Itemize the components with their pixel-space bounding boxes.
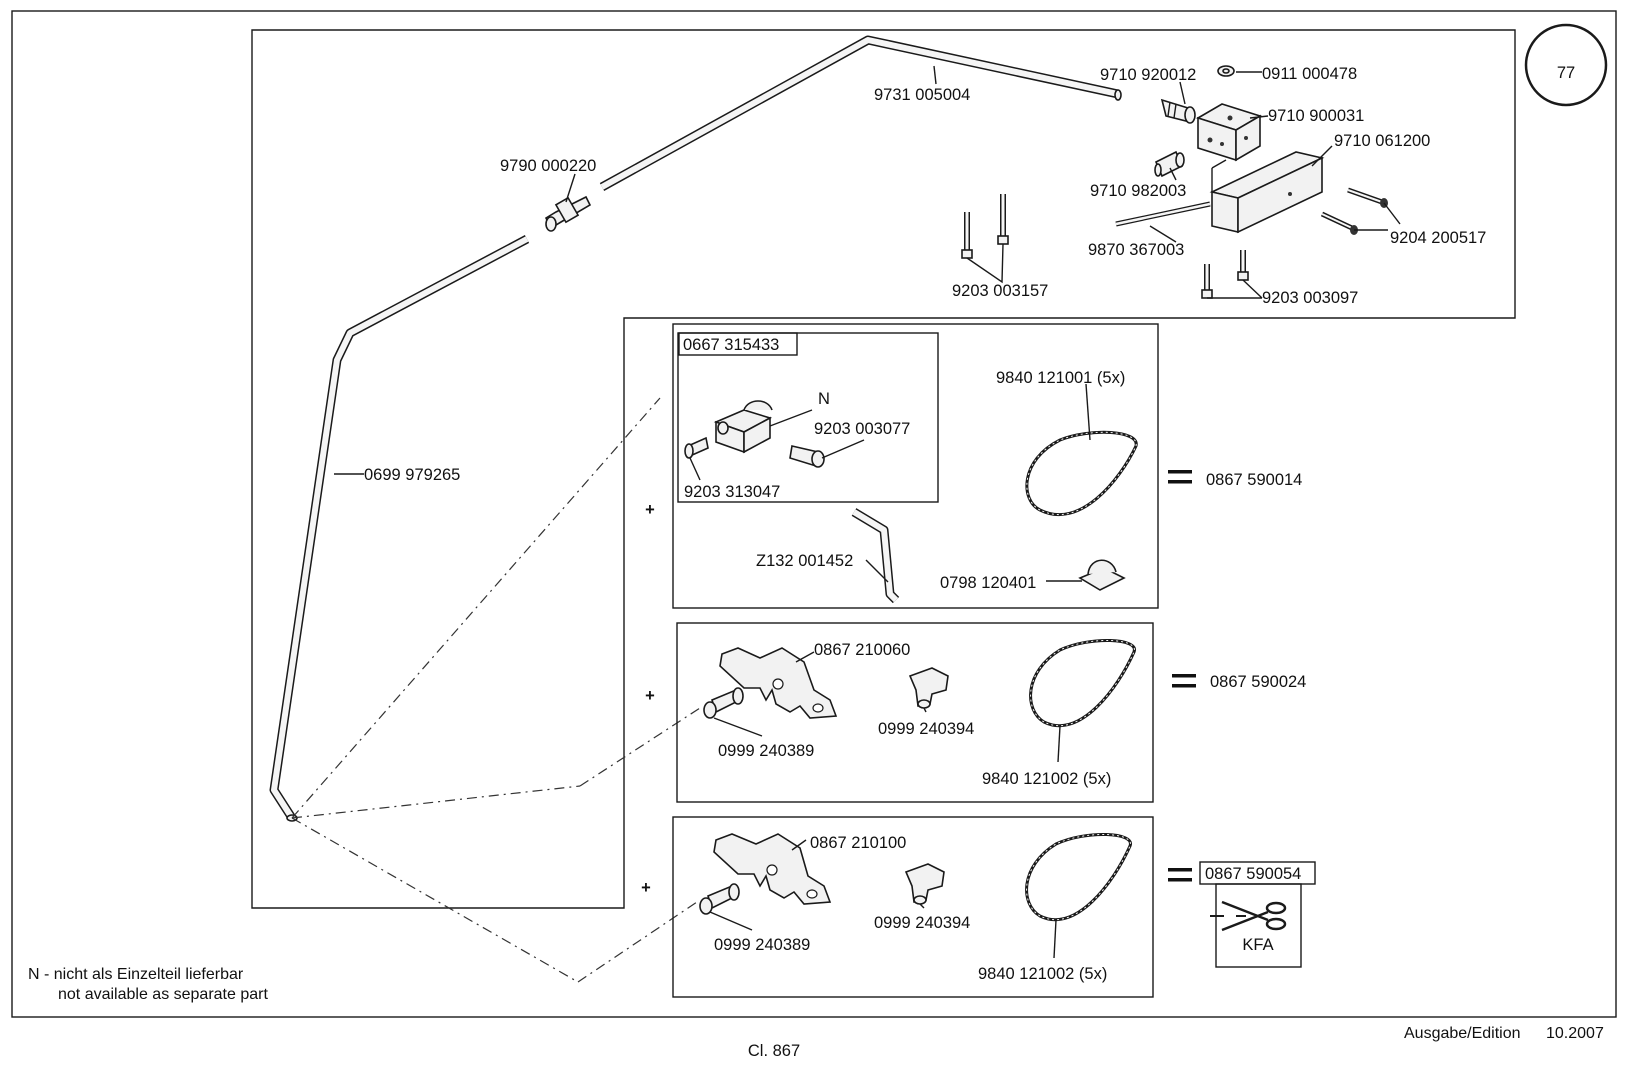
nipple-0999-240389-b — [699, 883, 740, 915]
label-9710-061200: 9710 061200 — [1334, 132, 1430, 150]
equals-kit-2 — [1172, 674, 1196, 688]
label-9840-121002-b: 9840 121002 (5x) — [978, 965, 1107, 983]
label-0999-240389-b: 0999 240389 — [714, 936, 810, 954]
cable-tie-9840-121001 — [1025, 430, 1138, 517]
page-number: 77 — [1557, 64, 1575, 82]
washer-0911-000478 — [1217, 65, 1235, 77]
bracket-0867-210100 — [713, 833, 832, 905]
screws-9204-200517 — [1320, 187, 1388, 235]
edition-date: 10.2007 — [1546, 1025, 1604, 1042]
label-9203-003077: 9203 003077 — [814, 420, 910, 438]
label-0867-210100: 0867 210100 — [810, 834, 906, 852]
label-z132-001452: Z132 001452 — [756, 552, 853, 570]
note-english: not available as separate part — [58, 986, 268, 1003]
cable-tie-9840-121002-a — [1029, 639, 1136, 728]
label-9840-121001: 9840 121001 (5x) — [996, 369, 1125, 387]
label-9840-121002-a: 9840 121002 (5x) — [982, 770, 1111, 788]
scissors-icon — [1210, 900, 1287, 932]
page-number-circle — [1524, 23, 1608, 107]
label-0667-315433: 0667 315433 — [683, 336, 779, 354]
label-0999-240394-b: 0999 240394 — [874, 914, 970, 932]
edition-label: Ausgabe/Edition — [1404, 1025, 1521, 1042]
label-0999-240389-a: 0999 240389 — [718, 742, 814, 760]
plus-kit-3: + — [641, 879, 651, 897]
label-0867-590054: 0867 590054 — [1205, 865, 1301, 883]
leader-lines-kit-1 — [689, 383, 1091, 583]
leader-lines-main — [334, 65, 1401, 475]
screws-9203-003097 — [1201, 250, 1249, 299]
nozzle-9710-982003 — [1154, 150, 1185, 178]
page-frame — [11, 10, 1617, 1018]
label-9870-367003: 9870 367003 — [1088, 241, 1184, 259]
tee-0999-240394-a — [908, 667, 949, 709]
label-9731-005004: 9731 005004 — [874, 86, 970, 104]
plus-kit-1: + — [645, 501, 655, 519]
equals-kit-3 — [1168, 868, 1192, 882]
model-label: Cl. 867 — [748, 1042, 800, 1060]
label-0867-590024: 0867 590024 — [1210, 673, 1306, 691]
label-9710-900031: 9710 900031 — [1268, 107, 1364, 125]
label-9710-982003: 9710 982003 — [1090, 182, 1186, 200]
tube-lower — [269, 235, 530, 822]
bracket-0867-210060 — [719, 647, 838, 719]
label-0798-120401: 0798 120401 — [940, 574, 1036, 592]
clip-0798-120401 — [1078, 559, 1126, 591]
label-9203-003097: 9203 003097 — [1262, 289, 1358, 307]
label-9204-200517: 9204 200517 — [1390, 229, 1486, 247]
label-0867-590014: 0867 590014 — [1206, 471, 1302, 489]
nipple-0999-240389-a — [703, 687, 744, 719]
connector-9790-000220 — [544, 195, 592, 232]
label-0999-240394-a: 0999 240394 — [878, 720, 974, 738]
tee-0999-240394-b — [904, 863, 945, 905]
screw-9203-313047 — [684, 436, 709, 459]
label-0911-000478: 0911 000478 — [1262, 65, 1357, 83]
note-german: N - nicht als Einzelteil lieferbar — [28, 966, 244, 983]
heater-9710-061200 — [1209, 151, 1325, 234]
hose-z132-001452 — [851, 508, 900, 604]
kit-1-part-box — [678, 332, 798, 356]
block-9710-900031 — [1196, 103, 1262, 162]
clamp-kit-1 — [713, 400, 773, 454]
tube-upper — [599, 35, 1122, 191]
label-0699-979265: 0699 979265 — [364, 466, 460, 484]
label-9203-313047: 9203 313047 — [684, 483, 780, 501]
label-kfa: KFA — [1242, 936, 1273, 954]
label-0867-210060: 0867 210060 — [814, 641, 910, 659]
kit-1-frame — [672, 323, 1159, 609]
equals-kit-1 — [1168, 470, 1192, 484]
dash-dot-lines — [291, 397, 701, 983]
plus-kit-2: + — [645, 687, 655, 705]
cable-tie-9840-121002-b — [1025, 833, 1132, 922]
kit-1-inner-frame — [677, 332, 939, 503]
main-assembly-frame — [251, 29, 1516, 909]
label-n: N — [818, 390, 830, 408]
wire-9870-367003 — [1115, 201, 1211, 227]
fitting-9710-920012 — [1160, 98, 1196, 124]
label-9203-003157: 9203 003157 — [952, 282, 1048, 300]
screws-9203-003157 — [961, 194, 1009, 259]
leader-lines-kit-3 — [709, 839, 1057, 959]
screw-9203-003077 — [789, 445, 825, 468]
leader-lines-kit-2 — [713, 651, 1061, 763]
label-9790-000220: 9790 000220 — [500, 157, 596, 175]
kit-3-frame — [672, 816, 1154, 998]
kfa-box — [1215, 883, 1302, 968]
kit-2-frame — [676, 622, 1154, 803]
label-9710-920012: 9710 920012 — [1100, 66, 1196, 84]
